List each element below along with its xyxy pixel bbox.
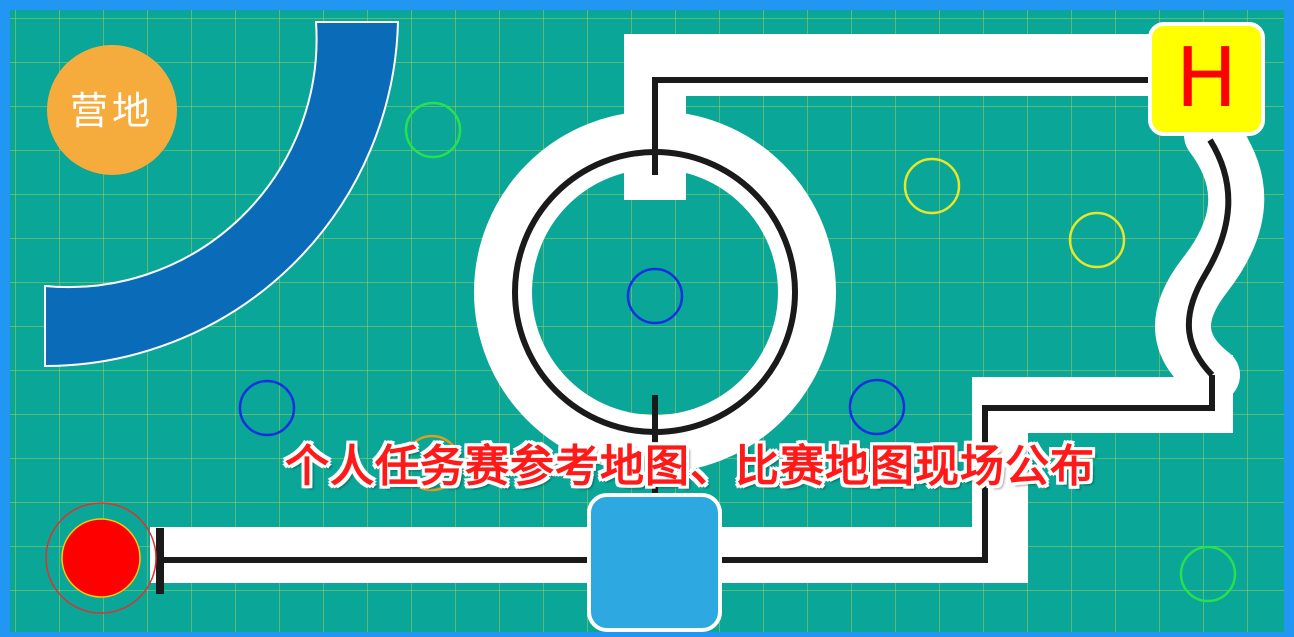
target-circle-blue (238, 379, 296, 437)
target-circle-blue (626, 267, 684, 325)
guide-line-top (652, 77, 1155, 175)
map-notice-banner: 个人任务赛参考地图、比赛地图现场公布 (285, 441, 1095, 492)
target-circle-green (1179, 545, 1237, 603)
guide-line-wave (1185, 138, 1232, 378)
target-circle-blue (848, 378, 906, 436)
target-circle-yellow (903, 157, 961, 215)
blue-arc-zone (44, 21, 400, 368)
target-circle-yellow (1068, 211, 1126, 269)
center-box (587, 493, 722, 632)
target-circle-green (404, 101, 462, 159)
camp-zone (47, 45, 177, 175)
target-circle-orange (403, 434, 461, 492)
start-zone (61, 518, 141, 598)
start-zone-outer (45, 502, 157, 614)
helipad-zone (1148, 22, 1265, 136)
